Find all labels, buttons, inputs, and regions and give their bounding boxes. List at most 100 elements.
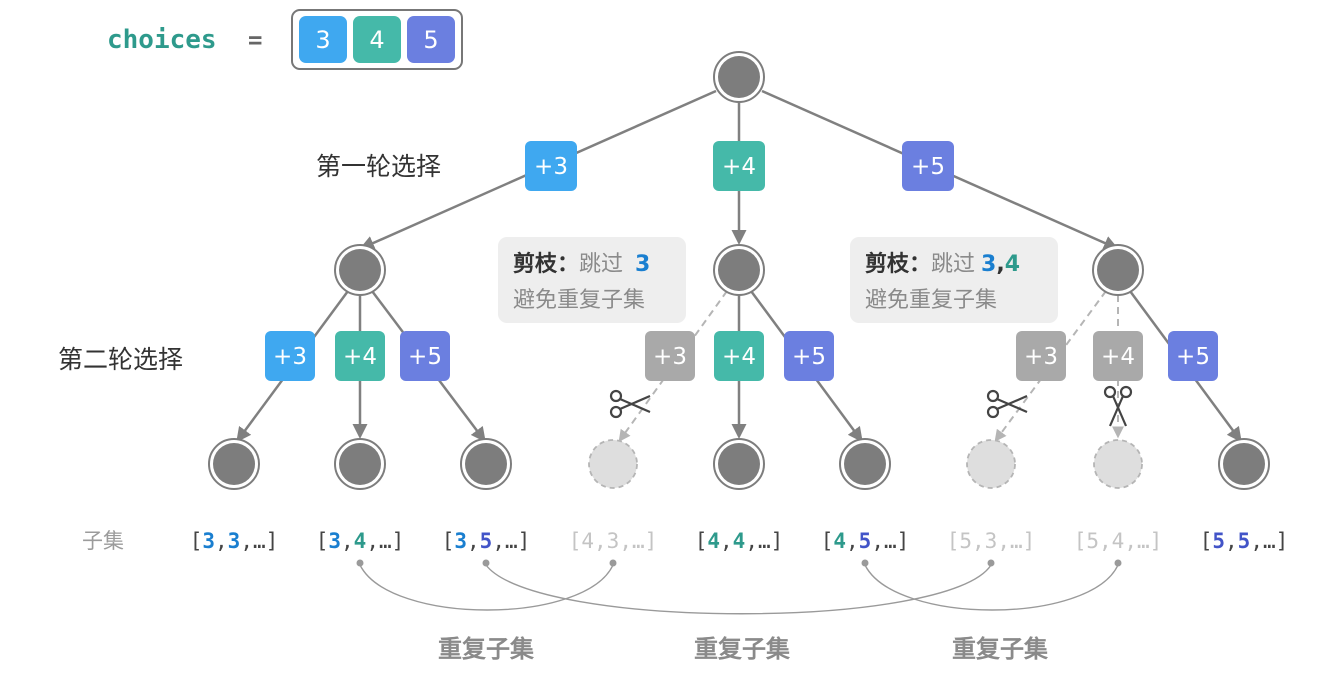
op-c-plus4-label: +4 (1101, 344, 1135, 370)
leaf-node (334, 438, 386, 490)
op-b-plus3-label: +3 (653, 344, 687, 370)
subset-bracket-close: ] (392, 529, 405, 553)
subset-second-value: 3 (607, 529, 620, 553)
subset-row: [3,3,…][3,4,…][3,5,…][4,3,…][4,4,…][4,5,… (190, 529, 1289, 553)
subset: [4,4,…] (695, 529, 784, 553)
choices-array-cell-3: 3 (299, 16, 347, 63)
subset-first-value: 5 (959, 529, 972, 553)
prune-note-1: 剪枝：跳过 3 避免重复子集 (498, 237, 686, 323)
duplicate-arc-2 (485, 564, 992, 615)
subset-bracket-open: [ (569, 529, 582, 553)
leaf-node (1218, 438, 1270, 490)
op-a-plus5-label: +5 (408, 344, 442, 370)
subset: [3,4,…] (316, 529, 405, 553)
subset-comma: , (1124, 529, 1137, 553)
subset-comma: , (366, 529, 379, 553)
subset-first-value: 3 (202, 529, 215, 553)
prune-note-1-title: 剪枝： (513, 251, 579, 277)
choices-value-5: 5 (423, 26, 438, 54)
duplicate-arc-3 (864, 564, 1119, 611)
subset-comma: , (467, 529, 480, 553)
subset-bracket-open: [ (316, 529, 329, 553)
pruned-leaf-node (588, 439, 638, 489)
op-c-plus5-label: +5 (1176, 344, 1210, 370)
node-b (713, 244, 765, 296)
subset-ellipsis: … (1263, 529, 1276, 553)
subset-bracket-close: ] (518, 529, 531, 553)
subset-bracket-close: ] (771, 529, 784, 553)
op-a-plus3-label: +3 (273, 344, 307, 370)
pruned-leaf-node (966, 439, 1016, 489)
subset-first-value: 3 (454, 529, 467, 553)
subset-comma: , (619, 529, 632, 553)
duplicate-arc-1 (359, 564, 614, 611)
choices-array-frame (291, 9, 463, 70)
choices-value-3: 3 (315, 26, 330, 54)
subset-ellipsis: … (253, 529, 266, 553)
prune-note-1-skip: 跳过 (579, 252, 623, 277)
op-c-plus3-pruned: +3 (1016, 331, 1066, 381)
op-b-plus5-label: +5 (792, 344, 826, 370)
subset-comma: , (594, 529, 607, 553)
subset-bracket-open: [ (695, 529, 708, 553)
subset-bracket-open: [ (442, 529, 455, 553)
duplicate-label-1: 重复子集 (438, 635, 535, 663)
prune-note-1-desc: 避免重复子集 (513, 288, 645, 313)
subset-second-value: 3 (985, 529, 998, 553)
arc-endpoint-dot (356, 559, 364, 567)
choices-value-4: 4 (369, 26, 384, 54)
svg-text:剪枝：跳过3,4: 剪枝：跳过3,4 (865, 251, 1020, 277)
op-a-plus5: +5 (400, 331, 450, 381)
pruned-edge-b-to-leaf-4 (618, 290, 728, 442)
subset-comma: , (215, 529, 228, 553)
subset-ellipsis: … (379, 529, 392, 553)
subset-comma: , (1225, 529, 1238, 553)
prune-note-1-value-3: 3 (635, 252, 650, 277)
prune-note-2-title: 剪枝： (865, 251, 931, 277)
duplicate-arcs (359, 564, 1119, 615)
pruned-subset: [5,4,…] (1074, 529, 1163, 553)
subset-first-value: 5 (1086, 529, 1099, 553)
pruned-subset: [5,3,…] (947, 529, 1036, 553)
subset-comma: , (871, 529, 884, 553)
pruned-subset: [4,3,…] (569, 529, 658, 553)
prune-note-2-comma: , (996, 252, 1004, 277)
scissors-icon (609, 389, 651, 419)
level-2-label: 第二轮选择 (58, 345, 183, 374)
scissors-icon (986, 389, 1028, 419)
subset-bracket-open: [ (1200, 529, 1213, 553)
prune-note-2-value-3: 3 (981, 252, 996, 277)
subset-ellipsis: … (758, 529, 771, 553)
op-level1-plus3-label: +3 (534, 154, 568, 180)
arc-endpoint-dot (482, 559, 490, 567)
subset-comma: , (240, 529, 253, 553)
subset-bracket-open: [ (821, 529, 834, 553)
op-b-plus4: +4 (714, 331, 764, 381)
subset-bracket-close: ] (897, 529, 910, 553)
op-level1-plus4: +4 (713, 141, 765, 191)
op-a-plus4: +4 (335, 331, 385, 381)
subset-second-value: 4 (733, 529, 746, 553)
op-b-plus5: +5 (784, 331, 834, 381)
subset-first-value: 4 (707, 529, 720, 553)
subset-comma: , (720, 529, 733, 553)
subset-comma: , (1250, 529, 1263, 553)
subset-comma: , (1099, 529, 1112, 553)
subset-ellipsis: … (632, 529, 645, 553)
subsets-label: 子集 (82, 529, 124, 553)
op-a-plus3: +3 (265, 331, 315, 381)
arc-endpoint-dot (987, 559, 995, 567)
subset-comma: , (997, 529, 1010, 553)
subset-second-value: 5 (859, 529, 872, 553)
subset: [3,3,…] (190, 529, 279, 553)
subset-second-value: 4 (354, 529, 367, 553)
subset-comma: , (846, 529, 859, 553)
op-c-plus3-label: +3 (1024, 344, 1058, 370)
op-level1-plus4-label: +4 (722, 154, 756, 180)
subset-bracket-open: [ (190, 529, 203, 553)
op-c-plus5: +5 (1168, 331, 1218, 381)
arc-endpoint-dot (609, 559, 617, 567)
op-b-plus3-pruned: +3 (645, 331, 695, 381)
subset-bracket-open: [ (1074, 529, 1087, 553)
prune-note-2-value-4: 4 (1005, 252, 1020, 277)
